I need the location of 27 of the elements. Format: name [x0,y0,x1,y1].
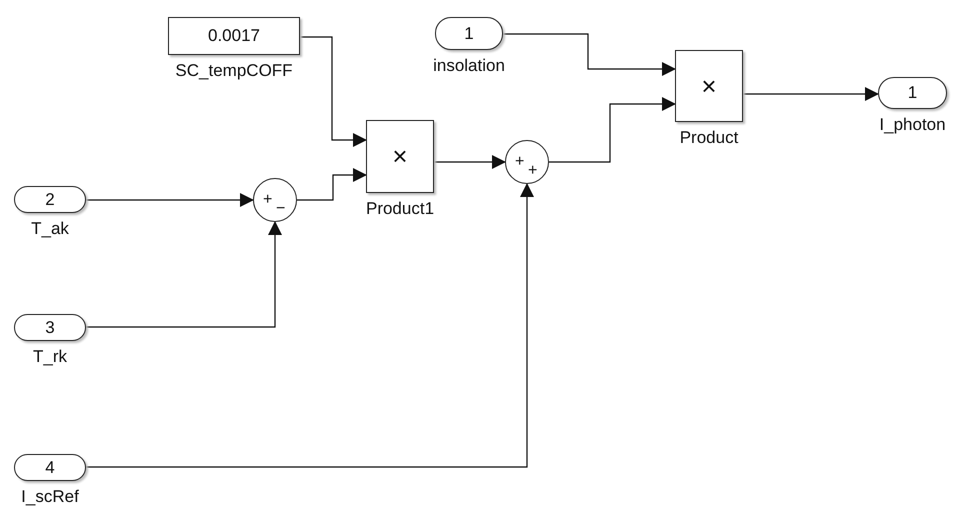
port-block: 3 [14,314,86,341]
block-label: Product1 [366,199,434,219]
sum-junction: + + [505,140,549,184]
block-label: T_ak [31,219,69,239]
port-block: 1 [878,77,947,109]
port-block: 2 [14,186,86,213]
signal-arrow [743,87,879,101]
block-label: I_photon [879,115,946,135]
port-block: 1 [435,17,503,50]
block-label: SC_tempCOFF [175,61,293,81]
block-label: Product [680,128,738,148]
block-label: I_scRef [21,487,79,507]
product-block: × [675,50,743,122]
block-label: T_rk [33,347,67,367]
port-block: 4 [14,454,86,481]
block-label: insolation [433,56,505,76]
constant-block: 0.0017 [168,17,300,55]
signal-arrow [297,168,367,201]
signal-arrow [503,33,676,76]
signal-arrow [86,183,534,468]
signal-arrow [549,97,676,163]
signal-arrow [86,221,282,328]
signal-arrow [86,193,254,207]
signal-arrow [300,36,367,147]
signal-arrow [434,155,506,169]
product-block: × [366,120,434,193]
sum-junction: + − [253,178,297,222]
